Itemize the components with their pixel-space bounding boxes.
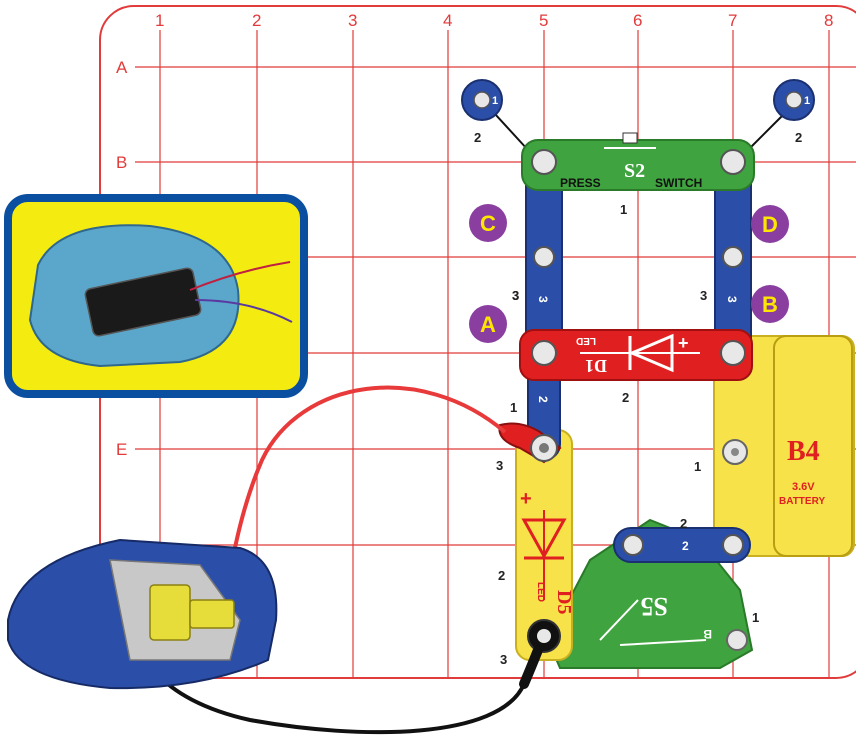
svg-text:1: 1 [694, 459, 701, 474]
svg-text:D: D [762, 212, 778, 237]
right-jumper-label: 2 [795, 130, 802, 145]
svg-text:3: 3 [536, 296, 550, 303]
point-a-marker: A [469, 305, 507, 343]
col-label-7: 7 [728, 11, 737, 30]
short-wire-2: 2 2 [613, 516, 751, 563]
wire-1-label: 1 [510, 400, 517, 415]
point-b-marker: B [751, 285, 789, 323]
svg-text:2: 2 [682, 539, 689, 553]
svg-text:2: 2 [622, 390, 629, 405]
right-jumper-post: 1 [773, 79, 815, 121]
battery-b4: B4 3.6V BATTERY 1 [694, 335, 855, 557]
led-d5: + D5 LED 2 [498, 429, 575, 661]
row-label-a: A [116, 58, 128, 77]
inset-photo [4, 194, 308, 398]
row-label-e: E [116, 440, 127, 459]
led-d1: + D1 LED 2 [519, 329, 753, 405]
svg-text:3: 3 [725, 296, 739, 303]
svg-text:SWITCH: SWITCH [655, 176, 702, 190]
col-label-1: 1 [155, 11, 164, 30]
point-c-marker: C [469, 204, 507, 242]
s5-label: S5 [641, 592, 668, 621]
svg-text:1: 1 [492, 95, 498, 107]
svg-text:2: 2 [498, 568, 505, 583]
col-label-5: 5 [539, 11, 548, 30]
push-switch-s2: S2 PRESS SWITCH 1 [521, 132, 755, 217]
d5-label: D5 [553, 590, 575, 614]
row-label-b: B [116, 153, 127, 172]
svg-text:1: 1 [620, 202, 627, 217]
svg-text:LED: LED [535, 582, 546, 602]
battery-label: BATTERY [779, 496, 825, 507]
snap-b5 [531, 149, 557, 175]
left-column-3-label: 3 [512, 288, 519, 303]
battery-voltage: 3.6V [792, 481, 815, 493]
col-label-8: 8 [824, 11, 833, 30]
svg-text:PRESS: PRESS [560, 176, 601, 190]
svg-text:+: + [520, 488, 532, 510]
svg-text:2: 2 [536, 396, 550, 403]
d1-label: D1 [585, 356, 607, 376]
svg-text:B: B [703, 627, 712, 641]
battery-id: B4 [787, 436, 820, 467]
svg-text:+: + [678, 333, 689, 353]
svg-text:B: B [762, 292, 778, 317]
col-label-3: 3 [348, 11, 357, 30]
col-label-2: 2 [252, 11, 261, 30]
left-jumper-label: 2 [474, 130, 481, 145]
bottom-label-3: 3 [500, 652, 507, 667]
right-wire-3-label: 3 [700, 288, 707, 303]
left-wire-3-label: 3 [512, 288, 519, 303]
svg-text:1: 1 [804, 95, 810, 107]
svg-text:1: 1 [752, 610, 759, 625]
svg-text:C: C [480, 211, 496, 236]
svg-text:LED: LED [576, 335, 596, 346]
col-label-4: 4 [443, 11, 452, 30]
svg-text:A: A [480, 312, 496, 337]
col-label-6: 6 [633, 11, 642, 30]
e-label-3: 3 [496, 458, 503, 473]
battery-holder [7, 538, 278, 690]
s2-label: S2 [624, 160, 645, 182]
svg-text:2: 2 [680, 516, 687, 531]
point-d-marker: D [751, 205, 789, 243]
snap-b7 [720, 149, 746, 175]
snap-d5 [531, 340, 557, 366]
left-jumper-post: 1 [461, 79, 503, 121]
snap-d7 [720, 340, 746, 366]
